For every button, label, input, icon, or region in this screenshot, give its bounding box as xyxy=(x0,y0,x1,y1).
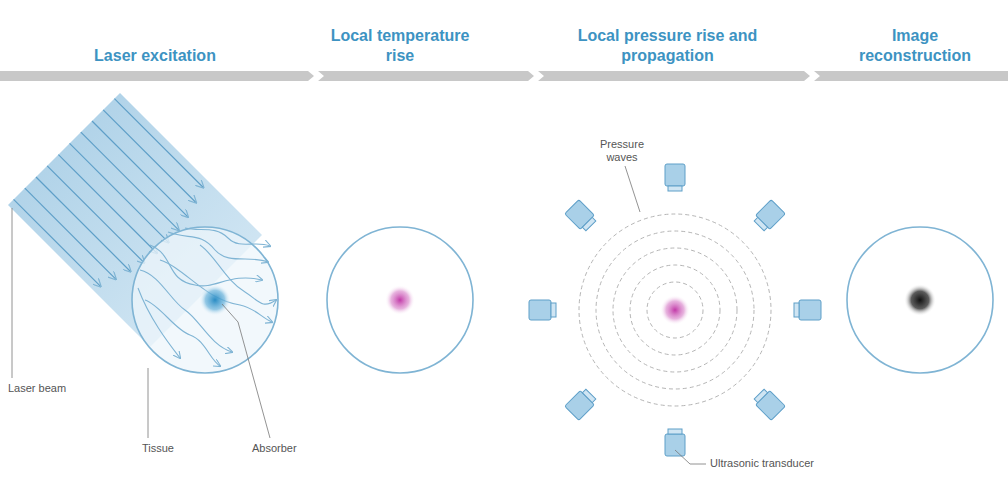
part-label: Tissue xyxy=(140,442,176,455)
tissue-circle xyxy=(847,227,993,373)
ultrasonic-transducer xyxy=(794,300,821,320)
absorber xyxy=(199,284,231,316)
pressure-waves xyxy=(579,214,771,406)
tissue-circle xyxy=(327,227,473,373)
transducer-ring xyxy=(529,164,821,456)
ultrasonic-transducer xyxy=(565,387,598,420)
reconstructed-image xyxy=(904,284,936,316)
ultrasonic-transducer xyxy=(529,300,556,320)
stage-heading: Laser excitation xyxy=(70,46,240,66)
beam-ray xyxy=(25,188,116,279)
ultrasonic-transducer xyxy=(665,164,685,191)
tissue-circle xyxy=(132,227,278,373)
beam-ray xyxy=(70,143,169,242)
heated-absorber xyxy=(385,285,415,315)
beam-ray xyxy=(103,110,196,203)
pressure-source xyxy=(660,295,690,325)
ultrasonic-transducer xyxy=(752,387,785,420)
stage-heading: Local pressure rise and propagation xyxy=(560,26,775,66)
beam-ray xyxy=(14,199,101,286)
ultrasonic-transducer xyxy=(665,429,685,456)
part-label: Laser beam xyxy=(6,382,68,395)
beam-ray xyxy=(114,99,203,188)
beam-ray xyxy=(81,132,179,230)
ultrasonic-transducer xyxy=(565,200,598,233)
leader-line xyxy=(12,166,706,464)
part-label: Absorber xyxy=(250,442,299,455)
stage-heading: Image reconstruction xyxy=(850,26,980,66)
beam-ray xyxy=(58,155,157,254)
beam-ray xyxy=(92,121,188,217)
stage-heading: Local temperature rise xyxy=(325,26,475,66)
ultrasonic-transducer xyxy=(752,200,785,233)
stage-band xyxy=(0,71,1008,81)
beam-ray xyxy=(36,177,130,271)
scattered-light xyxy=(138,228,276,366)
part-label: Ultrasonic transducer xyxy=(708,457,816,470)
part-label: Pressure waves xyxy=(590,138,654,164)
